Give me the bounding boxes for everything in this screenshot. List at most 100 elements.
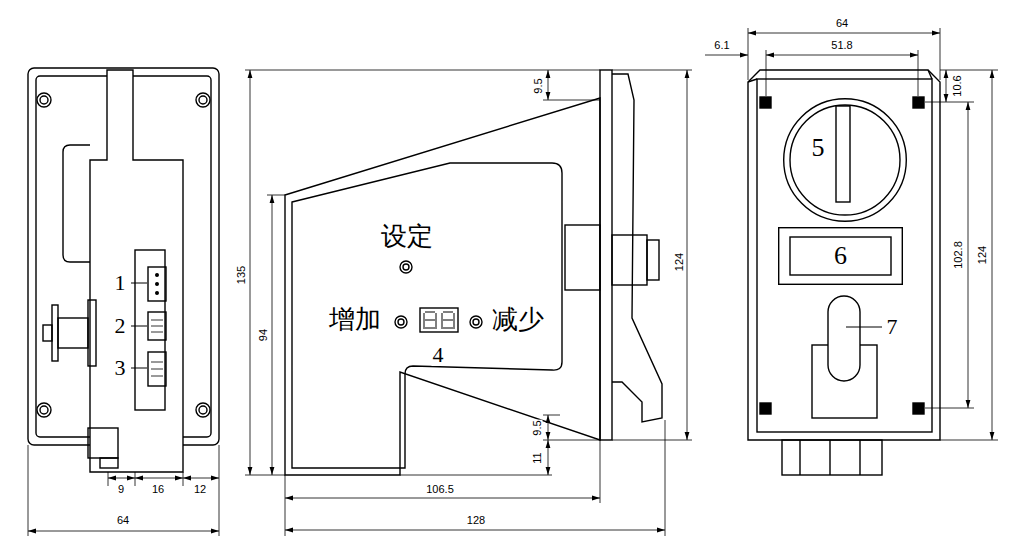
rear-view-part: [199, 406, 207, 414]
dimension-line-part: [612, 70, 692, 71]
front-view-part: [760, 403, 771, 414]
front-view-part: [748, 70, 932, 82]
callout-number: 1: [114, 272, 127, 294]
coin-insert-circle: 5: [783, 98, 907, 222]
dimension-line-part: [687, 70, 688, 440]
dimension-line-part: [108, 472, 109, 486]
leader-line-part: [131, 283, 147, 284]
dimension-value: 135: [236, 265, 247, 285]
rear-view-part: [100, 458, 118, 468]
button-label: 增加: [328, 307, 382, 333]
dimension-line-part: [219, 445, 220, 536]
side-view-part: [647, 240, 659, 280]
side-view-part: [612, 74, 662, 422]
dimension-value: 64: [116, 515, 130, 526]
dimension-value: 94: [258, 328, 269, 342]
leader-line: [131, 283, 147, 368]
dimension-line-part: [705, 55, 748, 56]
button-label: 减少: [491, 307, 545, 333]
dimension-line-part: [543, 100, 600, 101]
front-view-part: [748, 70, 940, 440]
dimension-value: 9.5: [533, 77, 544, 94]
dimension-line-part: [940, 440, 998, 441]
side-view-part: [612, 235, 647, 285]
dimension-value: 64: [835, 18, 849, 29]
dimension-line-part: [267, 195, 285, 196]
side-view-part: [565, 225, 600, 290]
side-view-part: [285, 98, 600, 475]
dimension-value: 128: [466, 515, 486, 526]
dimension-value: 9: [117, 484, 125, 495]
dimension-line-part: [272, 195, 273, 475]
dimension-line: [705, 28, 998, 440]
side-view: [285, 70, 662, 475]
dimension-line-part: [748, 28, 749, 80]
rear-view-part: [196, 403, 210, 417]
rear-view-part: [88, 428, 118, 458]
dimension-value: 124: [977, 245, 988, 265]
dimension-value: 16: [151, 484, 165, 495]
dimension-line-part: [543, 440, 600, 441]
leader-line: [846, 327, 882, 328]
button-label: 设定: [380, 224, 434, 250]
seven-segment-display-part: [442, 312, 454, 329]
dimension-line-part: [946, 70, 947, 102]
dimension-line-part: [183, 472, 184, 486]
rear-view-part: [156, 274, 159, 277]
dimension-line-part: [548, 415, 549, 440]
front-view-part: [913, 97, 924, 108]
callout-number: 5: [812, 135, 825, 161]
dimension-line-part: [285, 530, 665, 531]
dimension-line-part: [108, 478, 135, 479]
dimension-line-part: [968, 102, 969, 408]
rear-view-part: [43, 325, 52, 341]
side-view-part: [403, 264, 409, 270]
callout-number: 2: [114, 315, 127, 337]
rear-view-part: [63, 145, 90, 262]
side-view-part: [470, 316, 482, 328]
dimension-line-part: [285, 475, 286, 536]
front-view-part: [757, 79, 932, 432]
dimension-value: 124: [674, 252, 685, 272]
dimension-line-part: [665, 420, 666, 536]
rear-view-part: [37, 93, 51, 107]
dimension-value: 106.5: [425, 484, 455, 495]
window-frame: [779, 228, 903, 285]
front-view-part: [828, 296, 860, 381]
front-view-part: [913, 403, 924, 414]
side-view-part: [395, 316, 407, 328]
leader-line-part: [131, 368, 147, 369]
coin-insert-face: [790, 105, 900, 215]
rear-view-part: [156, 292, 159, 295]
dimension-value: 11: [532, 451, 543, 464]
leader-line-part: [131, 326, 147, 327]
leader-line-part: [846, 327, 882, 328]
dimension-line-part: [183, 478, 219, 479]
dimension-value: 6.1: [713, 40, 730, 51]
seven-segment-display: [424, 312, 454, 329]
rear-view: [28, 68, 219, 472]
coin-slot: [836, 106, 850, 202]
dimension-line-part: [135, 478, 183, 479]
rear-view-part: [148, 312, 166, 340]
dimension-line: [245, 70, 692, 536]
rear-view-part: [88, 300, 96, 366]
rear-view-part: [148, 352, 166, 386]
dimension-line-part: [250, 70, 251, 475]
callout-number: 3: [114, 357, 127, 379]
coin-insert-rim: [784, 99, 907, 222]
front-view-part: [800, 440, 860, 475]
rear-view-part: [40, 406, 48, 414]
side-view-part: [600, 70, 612, 440]
rear-view-part: [135, 250, 165, 410]
window-glass: [790, 237, 891, 275]
front-view-part: [760, 97, 771, 108]
rear-view-part: [151, 320, 163, 332]
dimension-value: 102.8: [953, 240, 964, 270]
dimension-line-part: [548, 70, 549, 100]
front-view: [748, 70, 940, 475]
dimension-line-part: [245, 475, 285, 476]
dimension-line-part: [925, 102, 974, 103]
rear-view-part: [196, 93, 210, 107]
